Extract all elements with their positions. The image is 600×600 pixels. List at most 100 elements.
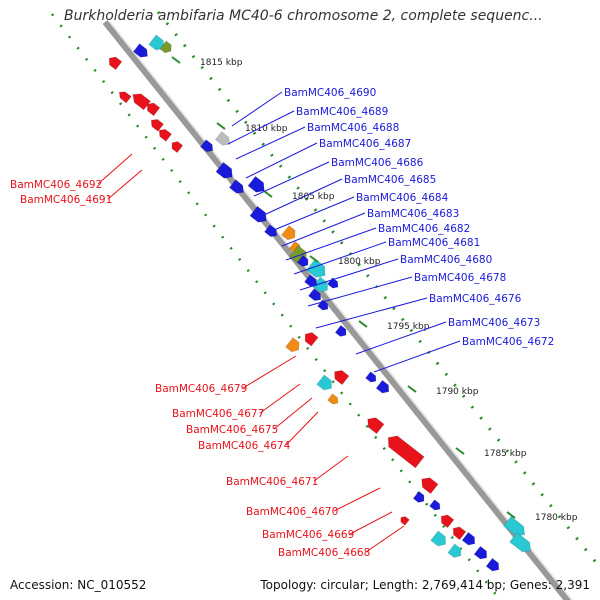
gene-glyph[interactable] [214,131,232,148]
gene-glyph[interactable] [365,371,379,384]
gene-shape[interactable] [148,34,167,53]
forward-gene-label[interactable]: BamMC406_4682 [378,223,470,235]
reverse-gene-label[interactable]: BamMC406_4679 [155,383,247,395]
gene-shape[interactable] [365,371,379,384]
gene-glyph[interactable] [461,531,478,547]
gene-shape[interactable] [106,54,123,71]
forward-gene-label[interactable]: BamMC406_4689 [296,106,388,118]
gene-shape[interactable] [159,40,174,55]
gene-shape[interactable] [169,139,184,154]
gene-glyph[interactable] [263,224,280,239]
gene-shape[interactable] [327,393,341,406]
gene-glyph[interactable] [485,557,502,573]
reverse-gene-label[interactable]: BamMC406_4675 [186,424,278,436]
gene-glyph[interactable] [302,330,319,347]
gene-shape[interactable] [399,515,410,526]
gene-glyph[interactable] [384,432,425,469]
gene-glyph[interactable] [247,175,268,195]
forward-gene-label[interactable]: BamMC406_4685 [344,174,436,186]
gene-glyph[interactable] [228,179,246,196]
gene-glyph[interactable] [307,288,324,303]
gene-glyph[interactable] [399,515,410,526]
gene-shape[interactable] [144,100,161,117]
gene-shape[interactable] [438,512,455,529]
gene-shape[interactable] [302,330,319,347]
gene-glyph[interactable] [473,545,490,561]
gene-shape[interactable] [214,131,232,148]
gene-glyph[interactable] [418,474,439,495]
gene-glyph[interactable] [130,90,152,111]
gene-shape[interactable] [316,374,335,393]
gene-glyph[interactable] [149,117,165,132]
gene-shape[interactable] [149,117,165,132]
gene-shape[interactable] [418,474,439,495]
gene-glyph[interactable] [281,225,299,243]
forward-gene-label[interactable]: BamMC406_4676 [429,293,522,305]
gene-glyph[interactable] [159,40,174,55]
gene-glyph[interactable] [249,205,270,225]
gene-glyph[interactable] [450,524,467,541]
gene-shape[interactable] [157,127,173,142]
gene-glyph[interactable] [296,254,310,268]
gene-shape[interactable] [307,288,324,303]
gene-shape[interactable] [509,531,535,555]
gene-glyph[interactable] [438,512,455,529]
reverse-gene-label[interactable]: BamMC406_4674 [198,440,291,452]
forward-gene-label[interactable]: BamMC406_4678 [414,272,506,284]
forward-gene-label[interactable]: BamMC406_4680 [400,254,492,266]
gene-shape[interactable] [247,175,268,195]
gene-shape[interactable] [334,324,348,338]
gene-glyph[interactable] [144,100,161,117]
gene-shape[interactable] [485,557,502,573]
gene-shape[interactable] [327,277,341,290]
forward-gene-label[interactable]: BamMC406_4673 [448,317,540,329]
gene-shape[interactable] [412,490,426,504]
gene-glyph[interactable] [412,490,426,504]
gene-glyph[interactable] [327,277,341,290]
reverse-gene-label[interactable]: BamMC406_4692 [10,179,102,191]
gene-glyph[interactable] [364,414,385,435]
gene-shape[interactable] [447,543,464,560]
gene-glyph[interactable] [106,54,123,71]
gene-glyph[interactable] [215,161,236,181]
gene-shape[interactable] [317,299,331,312]
gene-glyph[interactable] [157,127,173,142]
forward-gene-label[interactable]: BamMC406_4683 [367,208,459,220]
gene-glyph[interactable] [148,34,167,53]
gene-shape[interactable] [263,224,280,239]
gene-glyph[interactable] [132,43,150,60]
gene-shape[interactable] [375,379,392,395]
gene-shape[interactable] [331,367,350,386]
gene-shape[interactable] [215,161,236,181]
forward-gene-label[interactable]: BamMC406_4684 [356,192,449,204]
gene-glyph[interactable] [429,499,443,512]
gene-shape[interactable] [117,89,132,104]
gene-shape[interactable] [306,258,330,281]
gene-glyph[interactable] [316,374,335,393]
gene-shape[interactable] [364,414,385,435]
forward-gene-label[interactable]: BamMC406_4686 [331,157,424,169]
gene-shape[interactable] [296,254,310,268]
gene-glyph[interactable] [509,531,535,555]
gene-glyph[interactable] [199,139,216,154]
gene-glyph[interactable] [430,530,449,549]
gene-shape[interactable] [430,530,449,549]
reverse-gene-label[interactable]: BamMC406_4669 [262,529,354,541]
reverse-gene-label[interactable]: BamMC406_4670 [246,506,338,518]
gene-glyph[interactable] [327,393,341,406]
reverse-gene-label[interactable]: BamMC406_4668 [278,547,370,559]
gene-shape[interactable] [130,90,152,111]
gene-shape[interactable] [199,139,216,154]
reverse-gene-label[interactable]: BamMC406_4677 [172,408,264,420]
gene-shape[interactable] [285,337,303,355]
gene-glyph[interactable] [169,139,184,154]
gene-glyph[interactable] [334,324,348,338]
gene-shape[interactable] [473,545,490,561]
gene-glyph[interactable] [331,367,350,386]
gene-glyph[interactable] [317,299,331,312]
gene-shape[interactable] [281,225,299,243]
forward-gene-label[interactable]: BamMC406_4688 [307,122,399,134]
gene-shape[interactable] [429,499,443,512]
reverse-gene-label[interactable]: BamMC406_4691 [20,194,112,206]
